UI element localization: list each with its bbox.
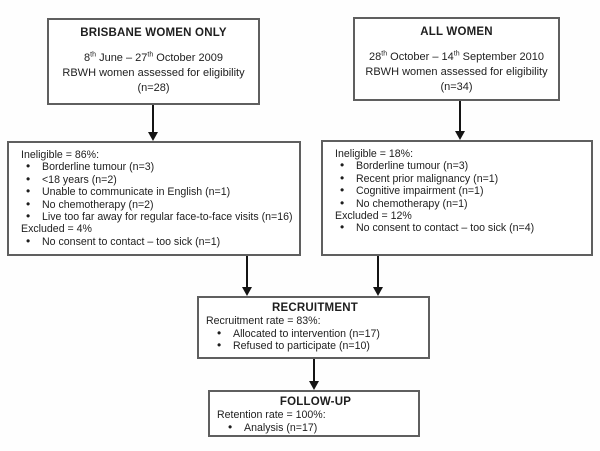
bullet-item: Allocated to intervention (n=17) [206, 327, 424, 340]
brisbane-date-range: 8th June – 27th October 2009 [84, 51, 223, 64]
all-women-assessed-line: RBWH women assessed for eligibility [365, 66, 548, 78]
bullet-item: <18 years (n=2) [21, 173, 295, 186]
arrow-brisbane-to-exclusions [147, 105, 159, 141]
bullet-item: Cognitive impairment (n=1) [335, 184, 587, 197]
all-women-box: ALL WOMEN 28th October – 14th September … [353, 17, 560, 101]
follow-up-list: Analysis (n=17) [217, 421, 414, 434]
brisbane-box-title: BRISBANE WOMEN ONLY [80, 27, 227, 39]
bullet-item: Analysis (n=17) [217, 421, 414, 434]
arrow-shaft [246, 256, 248, 288]
ineligible-list: Borderline tumour (n=3)Recent prior mali… [335, 159, 587, 210]
bullet-item: Live too far away for regular face-to-fa… [21, 210, 295, 223]
arrow-head-icon [309, 381, 319, 390]
arrow-left-to-recruitment [241, 256, 253, 296]
follow-up-box-title: FOLLOW-UP [279, 396, 352, 408]
brisbane-women-box: BRISBANE WOMEN ONLY 8th June – 27th Octo… [47, 18, 260, 105]
arrow-all-women-to-exclusions [454, 101, 466, 140]
excluded-heading: Excluded = 4% [21, 223, 92, 236]
bullet-item: No consent to contact – too sick (n=4) [335, 221, 587, 234]
arrow-shaft [313, 359, 315, 382]
recruitment-box-title: RECRUITMENT [272, 302, 358, 314]
bullet-item: Refused to participate (n=10) [206, 339, 424, 352]
bullet-item: Unable to communicate in English (n=1) [21, 185, 295, 198]
arrow-recruitment-to-follow-up [308, 359, 320, 390]
all-women-exclusions-box: Ineligible = 18%: Borderline tumour (n=3… [321, 140, 593, 256]
arrow-right-to-recruitment [372, 256, 384, 296]
ineligible-list: Borderline tumour (n=3)<18 years (n=2)Un… [21, 160, 295, 223]
all-women-date-range: 28th October – 14th September 2010 [369, 50, 544, 63]
ineligible-heading: Ineligible = 86%: [21, 149, 100, 161]
bullet-item: No consent to contact – too sick (n=1) [21, 235, 295, 248]
follow-up-box: FOLLOW-UP Retention rate = 100%: Analysi… [208, 390, 420, 437]
arrow-head-icon [455, 131, 465, 140]
arrow-shaft [152, 105, 154, 133]
recruitment-rate-heading: Recruitment rate = 83%: [206, 315, 321, 328]
all-women-n-line: (n=34) [440, 81, 473, 93]
arrow-shaft [459, 101, 461, 132]
all-women-box-title: ALL WOMEN [420, 26, 493, 38]
excluded-list: No consent to contact – too sick (n=1) [21, 235, 295, 248]
recruitment-box: RECRUITMENT Recruitment rate = 83%: Allo… [197, 296, 430, 359]
recruitment-list: Allocated to intervention (n=17)Refused … [206, 327, 424, 353]
ineligible-heading: Ineligible = 18%: [335, 148, 414, 160]
brisbane-exclusions-box: Ineligible = 86%: Borderline tumour (n=3… [7, 141, 301, 256]
excluded-heading: Excluded = 12% [335, 210, 412, 223]
arrow-head-icon [373, 287, 383, 296]
retention-rate-heading: Retention rate = 100%: [217, 409, 326, 422]
bullet-item: No chemotherapy (n=2) [21, 198, 295, 211]
bullet-item: Borderline tumour (n=3) [335, 159, 587, 172]
bullet-item: Recent prior malignancy (n=1) [335, 172, 587, 185]
bullet-item: No chemotherapy (n=1) [335, 197, 587, 210]
bullet-item: Borderline tumour (n=3) [21, 160, 295, 173]
brisbane-assessed-line: RBWH women assessed for eligibility [62, 67, 245, 79]
excluded-list: No consent to contact – too sick (n=4) [335, 221, 587, 234]
brisbane-n-line: (n=28) [137, 82, 170, 94]
arrow-head-icon [148, 132, 158, 141]
arrow-head-icon [242, 287, 252, 296]
arrow-shaft [377, 256, 379, 288]
